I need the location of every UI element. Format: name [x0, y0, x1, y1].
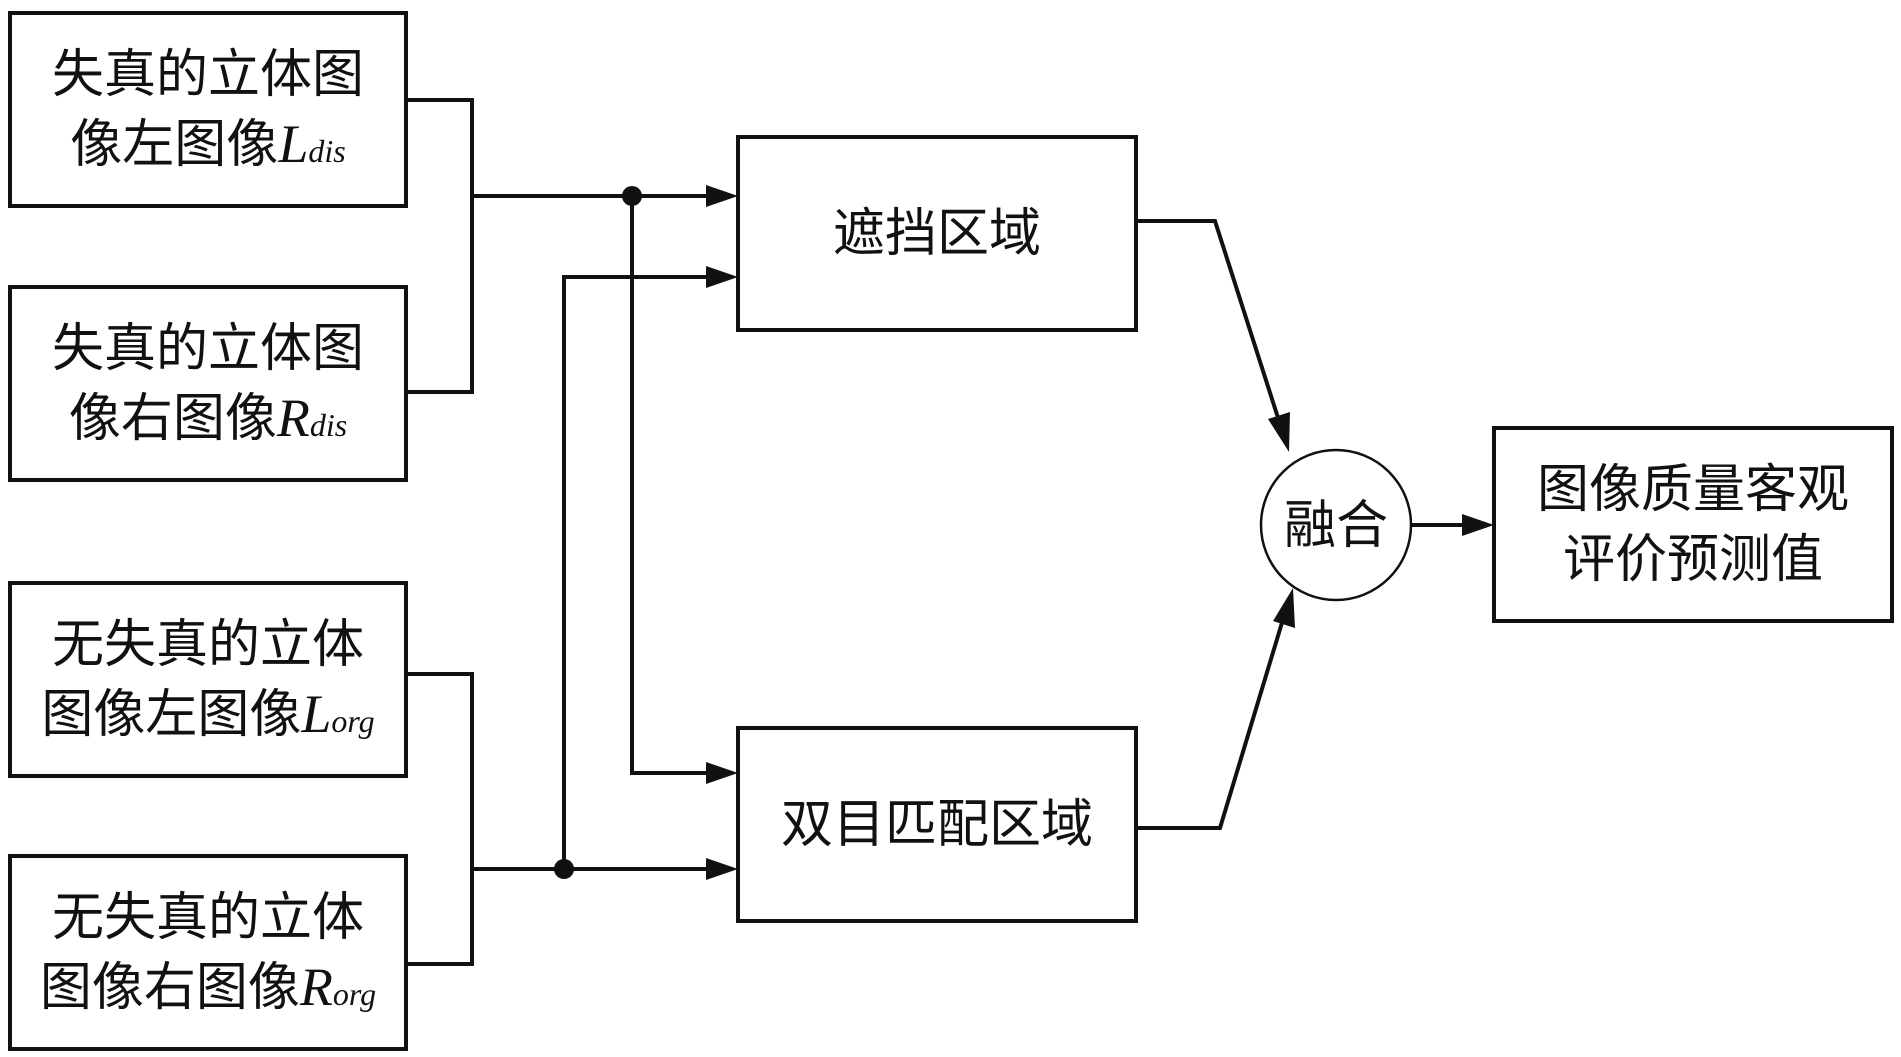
right-org-line2: 图像右图像Rorg — [40, 957, 376, 1018]
left-org-line1: 无失真的立体 — [52, 615, 364, 675]
input-box-right-dis: 失真的立体图 像右图像Rdis — [10, 287, 406, 480]
left-dis-sub: dis — [308, 133, 345, 169]
arrow-into-output — [1462, 514, 1494, 536]
left-dis-line1: 失真的立体图 — [52, 45, 364, 105]
occlusion-region-label: 遮挡区域 — [833, 204, 1041, 264]
input-box-left-org: 无失真的立体 图像左图像Lorg — [10, 583, 406, 776]
binocular-to-fusion-connector — [1136, 588, 1295, 828]
right-dis-line2-prefix: 像右图像 — [69, 389, 277, 449]
binocular-matching-region-label: 双目匹配区域 — [781, 795, 1093, 855]
fusion-node: 融合 — [1261, 450, 1411, 600]
left-org-line2: 图像左图像Lorg — [41, 684, 374, 745]
occlusion-to-fusion-connector — [1136, 221, 1290, 452]
right-org-line1: 无失真的立体 — [52, 888, 364, 948]
junction-dot-distorted — [622, 186, 642, 206]
arrow-to-binocular-bottom — [706, 858, 738, 880]
right-org-sub: org — [333, 976, 376, 1012]
right-dis-line2: 像右图像Rdis — [69, 388, 347, 449]
input-box-right-org: 无失真的立体 图像右图像Rorg — [10, 856, 406, 1049]
right-dis-line1: 失真的立体图 — [52, 319, 364, 379]
left-org-line2-prefix: 图像左图像 — [41, 685, 301, 745]
distorted-pair-connector — [406, 100, 738, 784]
left-org-var: L — [300, 684, 331, 744]
right-org-var: R — [299, 957, 333, 1017]
undistorted-pair-connector — [406, 266, 738, 964]
occlusion-region-box: 遮挡区域 — [738, 137, 1136, 330]
left-org-sub: org — [331, 703, 374, 739]
output-box: 图像质量客观 评价预测值 — [1494, 428, 1892, 621]
fusion-label: 融合 — [1284, 496, 1388, 556]
left-dis-var: L — [277, 114, 308, 174]
right-dis-var: R — [276, 388, 310, 448]
output-line2: 评价预测值 — [1563, 530, 1823, 590]
left-dis-line2: 像左图像Ldis — [70, 114, 345, 175]
output-line1: 图像质量客观 — [1537, 460, 1849, 520]
arrow-to-binocular-top — [706, 762, 738, 784]
arrow-into-fusion-top — [1268, 412, 1290, 452]
junction-dot-undistorted — [554, 859, 574, 879]
right-org-line2-prefix: 图像右图像 — [40, 958, 300, 1018]
right-dis-sub: dis — [310, 407, 347, 443]
fusion-to-output-connector — [1411, 514, 1494, 536]
arrow-to-occlusion-bottom — [706, 266, 738, 288]
arrow-to-occlusion-top — [706, 185, 738, 207]
arrow-into-fusion-bottom — [1273, 588, 1295, 628]
left-dis-line2-prefix: 像左图像 — [70, 115, 278, 175]
binocular-matching-region-box: 双目匹配区域 — [738, 728, 1136, 921]
input-box-left-dis: 失真的立体图 像左图像Ldis — [10, 13, 406, 206]
